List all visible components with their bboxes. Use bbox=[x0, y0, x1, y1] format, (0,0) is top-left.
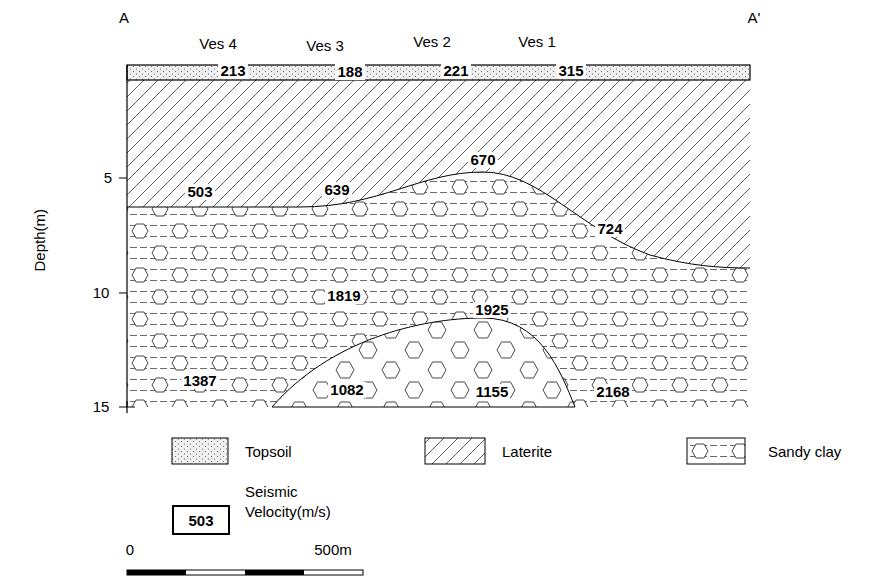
label: Ves 4 bbox=[199, 36, 237, 53]
velocity-value: 1819 bbox=[325, 288, 362, 305]
sandy-clay-layer bbox=[127, 80, 750, 407]
label: 0 bbox=[126, 542, 134, 559]
label: Ves 3 bbox=[306, 38, 344, 55]
lower-unit bbox=[272, 318, 575, 407]
legend-sample-box: 503 bbox=[172, 505, 230, 535]
label: A' bbox=[748, 10, 761, 27]
velocity-value: 503 bbox=[188, 512, 213, 529]
velocity-value: 1155 bbox=[474, 384, 511, 401]
velocity-value: 724 bbox=[595, 221, 624, 238]
layer-boundary bbox=[127, 172, 750, 268]
label: A bbox=[119, 10, 129, 27]
velocity-value: 503 bbox=[185, 184, 214, 201]
legend-text: Topsoil bbox=[245, 444, 292, 461]
label: 5 bbox=[104, 170, 112, 187]
label: 10 bbox=[93, 285, 110, 302]
depth-axis bbox=[126, 65, 127, 407]
laterite-layer bbox=[127, 80, 750, 268]
velocity-value: 188 bbox=[335, 64, 364, 81]
label: Ves 1 bbox=[518, 34, 556, 51]
velocity-value: 221 bbox=[441, 63, 470, 80]
label: 500m bbox=[314, 542, 352, 559]
legend-text: Laterite bbox=[502, 444, 552, 461]
velocity-value: 1082 bbox=[328, 382, 365, 399]
depth-ticks bbox=[119, 178, 135, 413]
label: 15 bbox=[93, 399, 110, 416]
laterite-swatch bbox=[425, 438, 485, 464]
legend-text: Sandy clay bbox=[768, 444, 841, 461]
velocity-value: 1387 bbox=[181, 373, 218, 390]
legend-text: Seismic Velocity(m/s) bbox=[245, 482, 365, 523]
label: Depth(m) bbox=[32, 209, 49, 272]
velocity-value: 315 bbox=[556, 63, 585, 80]
velocity-value: 639 bbox=[322, 182, 351, 199]
topsoil-swatch bbox=[172, 438, 228, 464]
velocity-value: 213 bbox=[218, 63, 247, 80]
sandy-clay-swatch bbox=[687, 438, 745, 464]
velocity-value: 670 bbox=[468, 152, 497, 169]
scale-bar bbox=[127, 570, 363, 575]
label: Ves 2 bbox=[413, 34, 451, 51]
velocity-value: 1925 bbox=[473, 302, 510, 319]
velocity-value: 2168 bbox=[594, 384, 631, 401]
